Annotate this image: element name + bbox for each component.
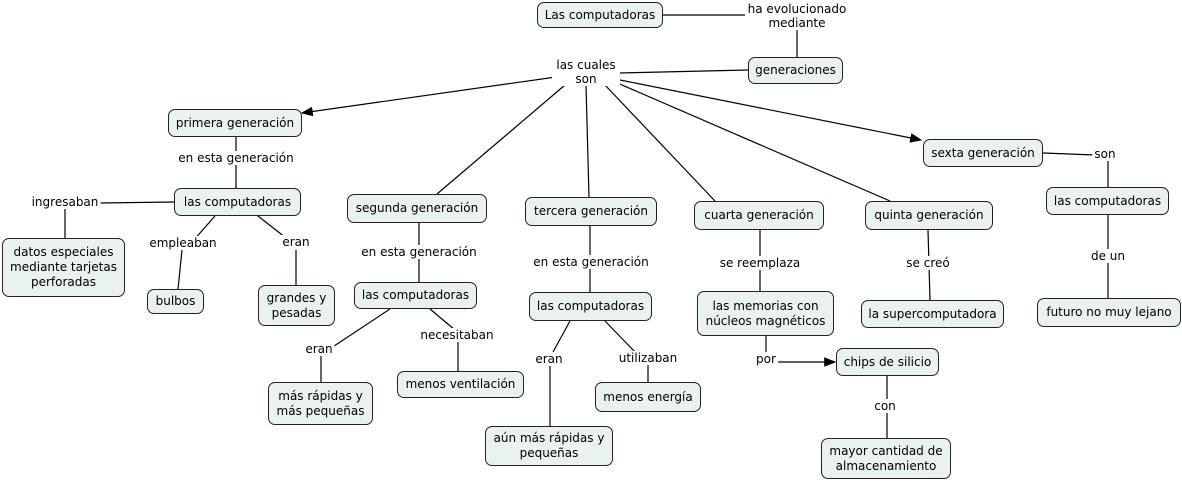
link-con: con [872, 399, 898, 413]
line-connector [619, 69, 749, 74]
node-futuro[interactable]: futuro no muy lejano [1037, 298, 1181, 327]
node-bulbos[interactable]: bulbos [147, 289, 204, 314]
link-en-esta-generacion-2: en esta generación [359, 245, 479, 259]
link-se-reemplaza: se reemplaza [717, 256, 803, 270]
arrow-connector [300, 76, 557, 117]
node-datos-especiales[interactable]: datos especiales mediante tarjetas perfo… [2, 238, 125, 297]
node-menos-ventilacion[interactable]: menos ventilación [397, 371, 524, 398]
line-connector [604, 84, 716, 202]
link-de-un: de un [1088, 249, 1128, 263]
node-aun-mas-rapidas[interactable]: aún más rápidas y pequeñas [485, 426, 613, 466]
link-ingresaban: ingresaban [29, 195, 101, 209]
line-connector [99, 201, 175, 204]
link-en-esta-generacion-1: en esta generación [176, 151, 296, 165]
node-las-computadoras-2[interactable]: las computadoras [354, 282, 477, 309]
line-connector [436, 84, 566, 195]
link-en-esta-generacion-3: en esta generación [531, 255, 651, 269]
link-empleaban: empleaban [147, 236, 219, 250]
node-la-supercomputadora[interactable]: la supercomputadora [861, 300, 1004, 328]
link-son: son [1092, 147, 1118, 161]
link-por: por [754, 352, 778, 366]
line-connector [429, 308, 456, 331]
node-generaciones[interactable]: generaciones [748, 57, 843, 84]
line-connector [177, 249, 183, 290]
line-connector [604, 320, 636, 353]
node-las-computadoras-3[interactable]: las computadoras [529, 292, 652, 321]
line-connector [552, 320, 571, 353]
line-connector [1042, 152, 1096, 156]
line-connector [585, 84, 590, 198]
node-menos-energia[interactable]: menos energía [595, 382, 701, 412]
link-se-creo: se creó [904, 256, 952, 270]
node-memorias-nucleos[interactable]: las memorias con núcleos magnéticos [697, 291, 834, 336]
node-las-computadoras-root[interactable]: Las computadoras [537, 2, 663, 28]
node-tercera-generacion[interactable]: tercera generación [525, 197, 657, 226]
node-primera-generacion[interactable]: primera generación [168, 109, 302, 137]
arrow-connector [619, 79, 923, 143]
node-mayor-cantidad[interactable]: mayor cantidad de almacenamiento [821, 438, 951, 479]
link-eran-2: eran [303, 342, 335, 356]
node-cuarta-generacion[interactable]: cuarta generación [694, 201, 824, 230]
node-quinta-generacion[interactable]: quinta generación [865, 201, 993, 230]
line-connector [324, 308, 391, 353]
link-utilizaban: utilizaban [616, 351, 680, 365]
node-chips-de-silicio[interactable]: chips de silicio [836, 348, 939, 376]
node-sexta-generacion[interactable]: sexta generación [923, 139, 1043, 167]
node-las-computadoras-1[interactable]: las computadoras [174, 188, 301, 216]
node-las-computadoras-6[interactable]: las computadoras [1046, 187, 1169, 215]
node-mas-rapidas[interactable]: más rápidas y más pequeñas [268, 382, 373, 425]
node-grandes-y-pesadas[interactable]: grandes y pesadas [258, 285, 335, 326]
link-necesitaban: necesitaban [418, 328, 496, 342]
link-eran-3: eran [533, 352, 565, 366]
link-eran-1: eran [280, 235, 312, 249]
link-ha-evolucionado: ha evolucionado mediante [745, 2, 849, 30]
node-segunda-generacion[interactable]: segunda generación [347, 194, 487, 223]
link-las-cuales-son: las cuales son [552, 58, 620, 86]
line-connector [614, 81, 891, 202]
